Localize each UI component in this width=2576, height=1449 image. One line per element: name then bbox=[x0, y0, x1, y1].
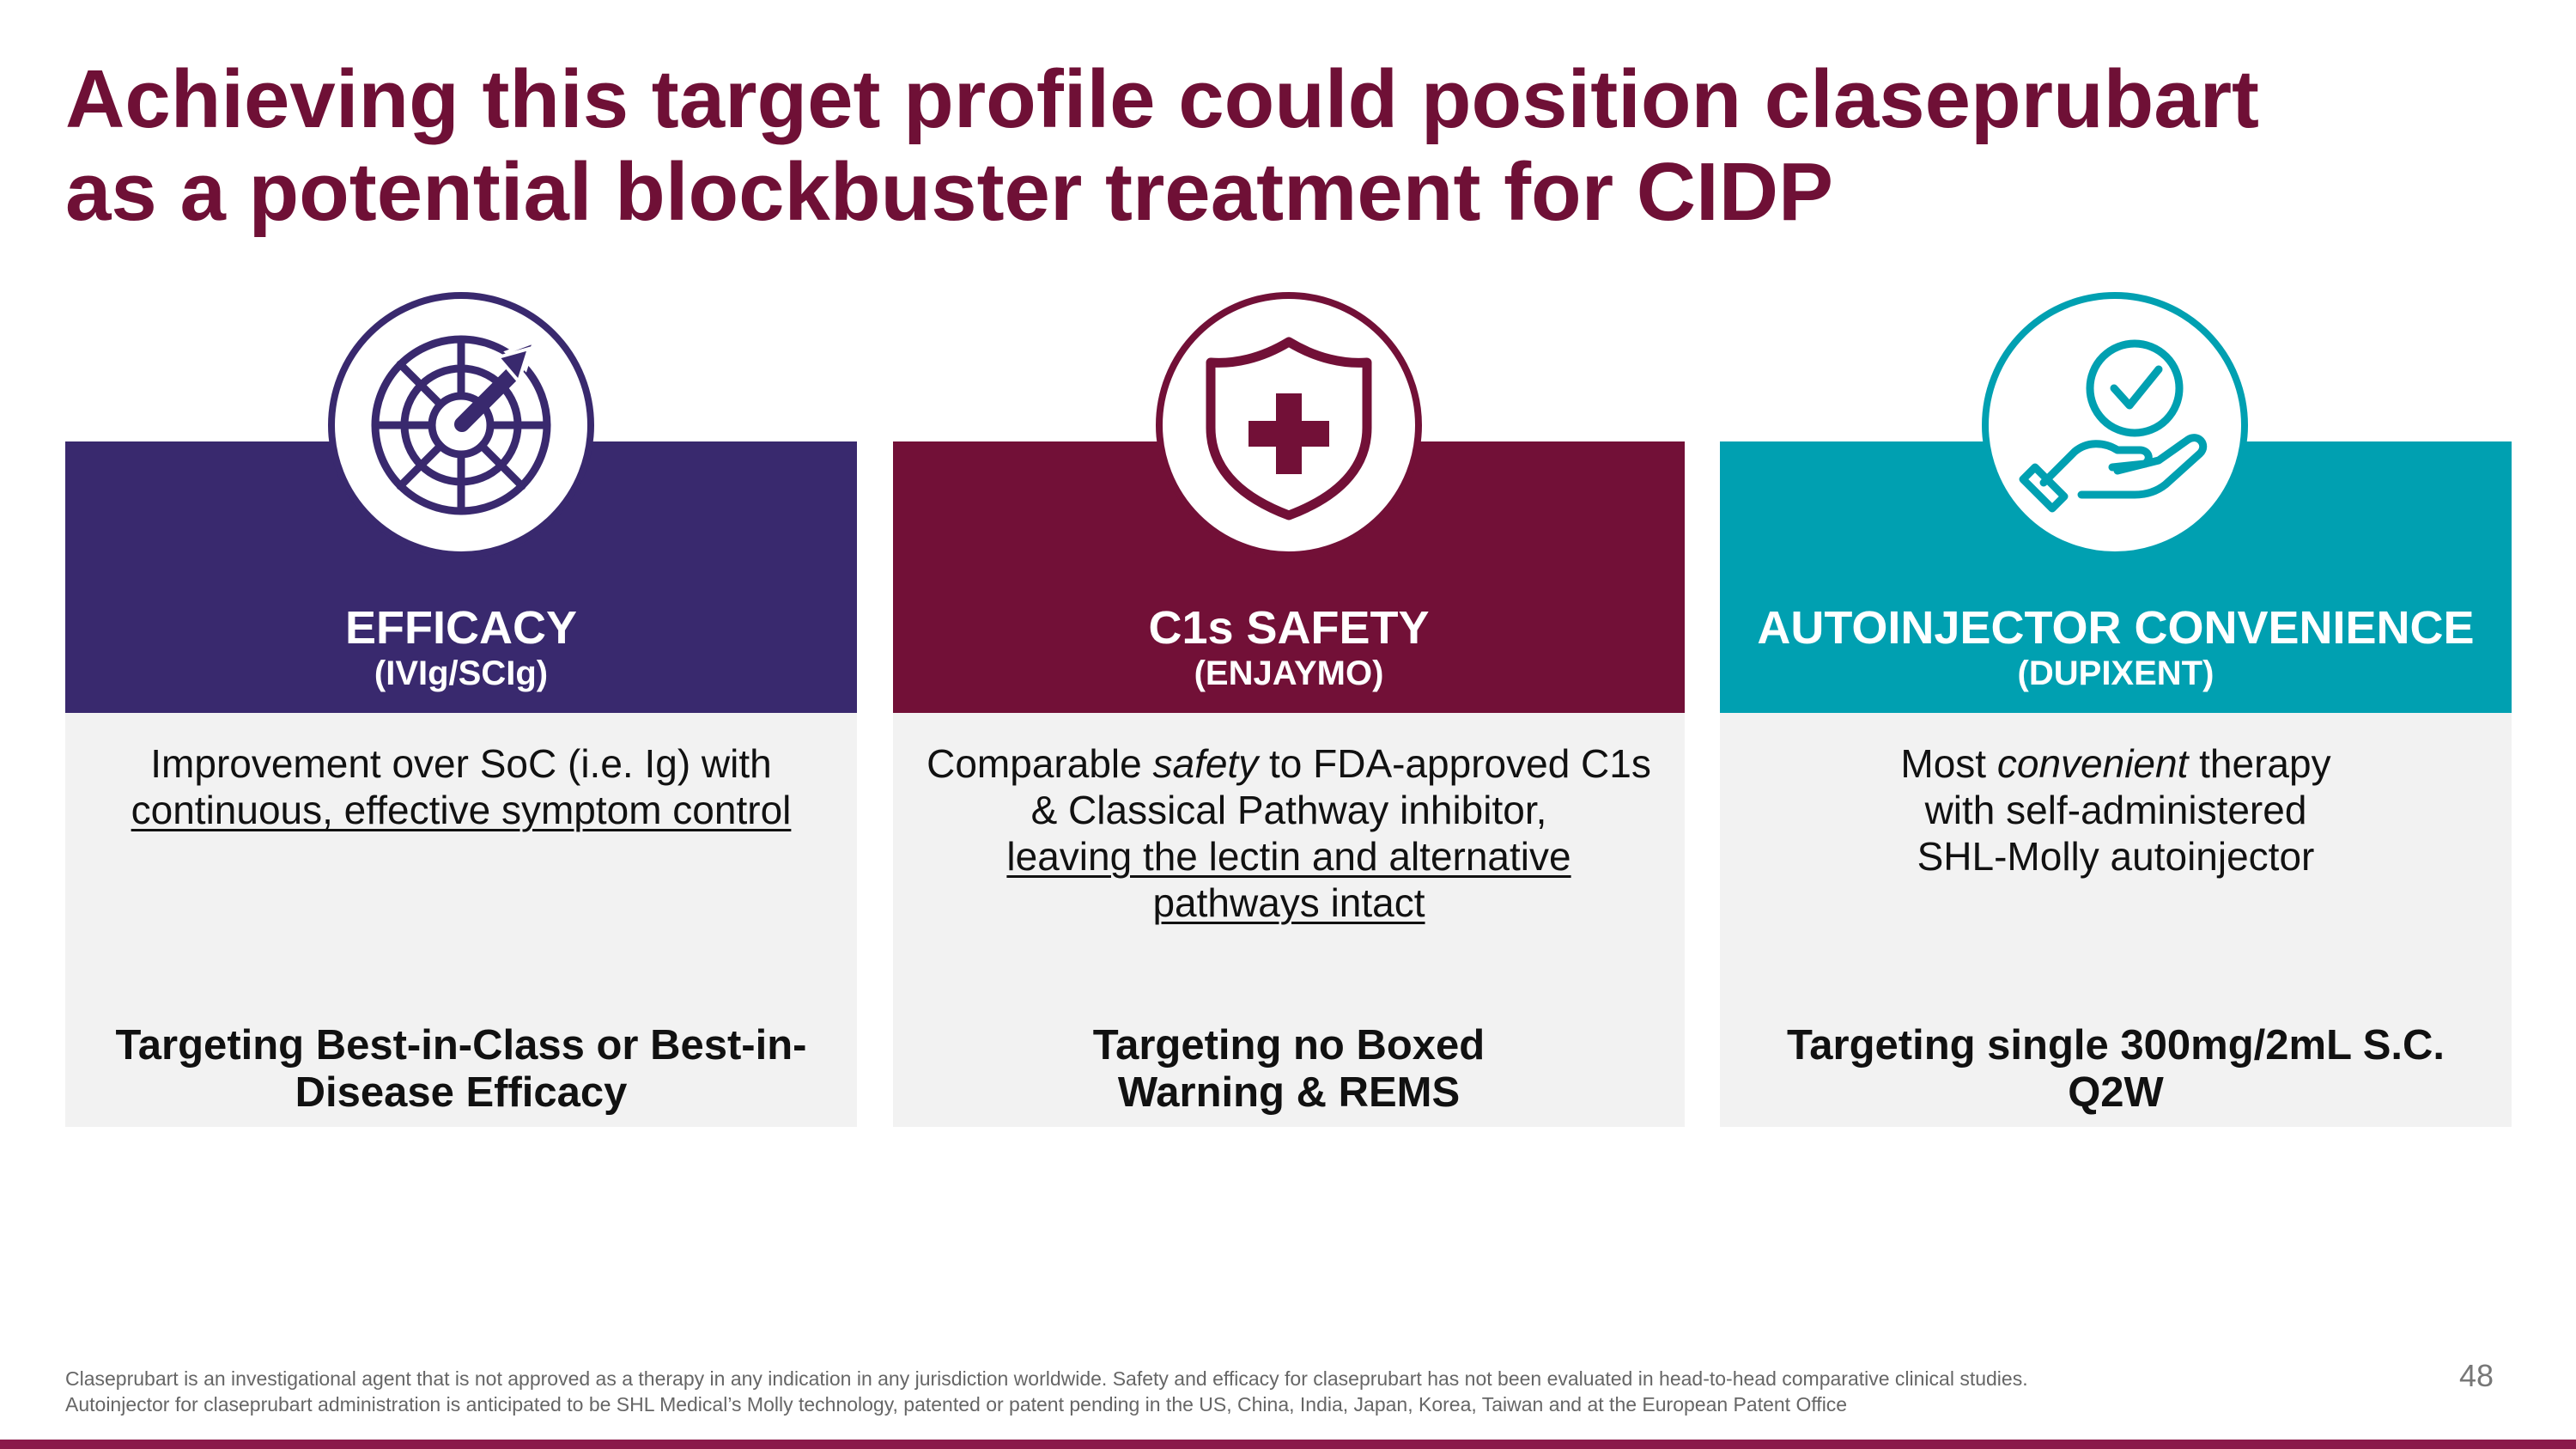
safety-description: Comparable safety to FDA-approved C1s & … bbox=[919, 740, 1659, 926]
safety-heading: C1s SAFETY bbox=[1148, 602, 1430, 654]
efficacy-description: Improvement over SoC (i.e. Ig) with cont… bbox=[91, 740, 831, 833]
efficacy-card: EFFICACY (IVIg/SCIg) Improvement over So… bbox=[65, 441, 857, 1127]
convenience-heading: AUTOINJECTOR CONVENIENCE bbox=[1757, 602, 2475, 654]
safety-description-pre: Comparable bbox=[927, 741, 1153, 786]
efficacy-heading: EFFICACY bbox=[345, 602, 577, 654]
footnote-line-2: Autoinjector for claseprubart administra… bbox=[65, 1393, 1848, 1416]
safety-description-underlined: leaving the lectin and alternative pathw… bbox=[1006, 834, 1571, 925]
safety-card: C1s SAFETY (ENJAYMO) Comparable safety t… bbox=[893, 441, 1685, 1127]
safety-target: Targeting no Boxed Warning & REMS bbox=[1092, 1022, 1485, 1116]
safety-description-post: to FDA-approved C1s & Classical Pathway … bbox=[1030, 741, 1651, 832]
convenience-description-post: therapy with self-administered SHL-Molly… bbox=[1917, 741, 2331, 879]
safety-description-italic: safety bbox=[1152, 741, 1259, 786]
hand-checkmark-icon bbox=[1982, 292, 2248, 558]
safety-subheading: (ENJAYMO) bbox=[1194, 654, 1384, 692]
efficacy-target: Targeting Best-in-Class or Best-in-Disea… bbox=[115, 1022, 807, 1116]
page-number: 48 bbox=[2458, 1358, 2494, 1393]
convenience-target: Targeting single 300mg/2mL S.C. Q2W bbox=[1786, 1022, 2445, 1116]
efficacy-description-text: Improvement over SoC (i.e. Ig) with bbox=[150, 741, 772, 786]
convenience-subheading: (DUPIXENT) bbox=[2017, 654, 2215, 692]
page-title: Achieving this target profile could posi… bbox=[65, 53, 2521, 239]
shield-cross-icon bbox=[1156, 292, 1422, 558]
convenience-card-body bbox=[1720, 713, 2512, 1127]
efficacy-subheading: (IVIg/SCIg) bbox=[374, 654, 549, 692]
convenience-description: Most convenient therapy with self-admini… bbox=[1874, 740, 2357, 880]
efficacy-description-underlined: continuous, effective symptom control bbox=[131, 788, 792, 832]
safety-card-body bbox=[893, 713, 1685, 1127]
convenience-description-italic: convenient bbox=[1996, 741, 2189, 786]
bottom-accent-bar bbox=[0, 1440, 2576, 1449]
convenience-description-pre: Most bbox=[1900, 741, 1997, 786]
title-line-2: as a potential blockbuster treatment for… bbox=[65, 146, 1834, 238]
title-line-1: Achieving this target profile could posi… bbox=[65, 53, 2260, 145]
efficacy-card-body bbox=[65, 713, 857, 1127]
target-dart-icon bbox=[328, 292, 594, 558]
footnote-line-1: Claseprubart is an investigational agent… bbox=[65, 1367, 2028, 1390]
footnote: Claseprubart is an investigational agent… bbox=[65, 1366, 2384, 1417]
